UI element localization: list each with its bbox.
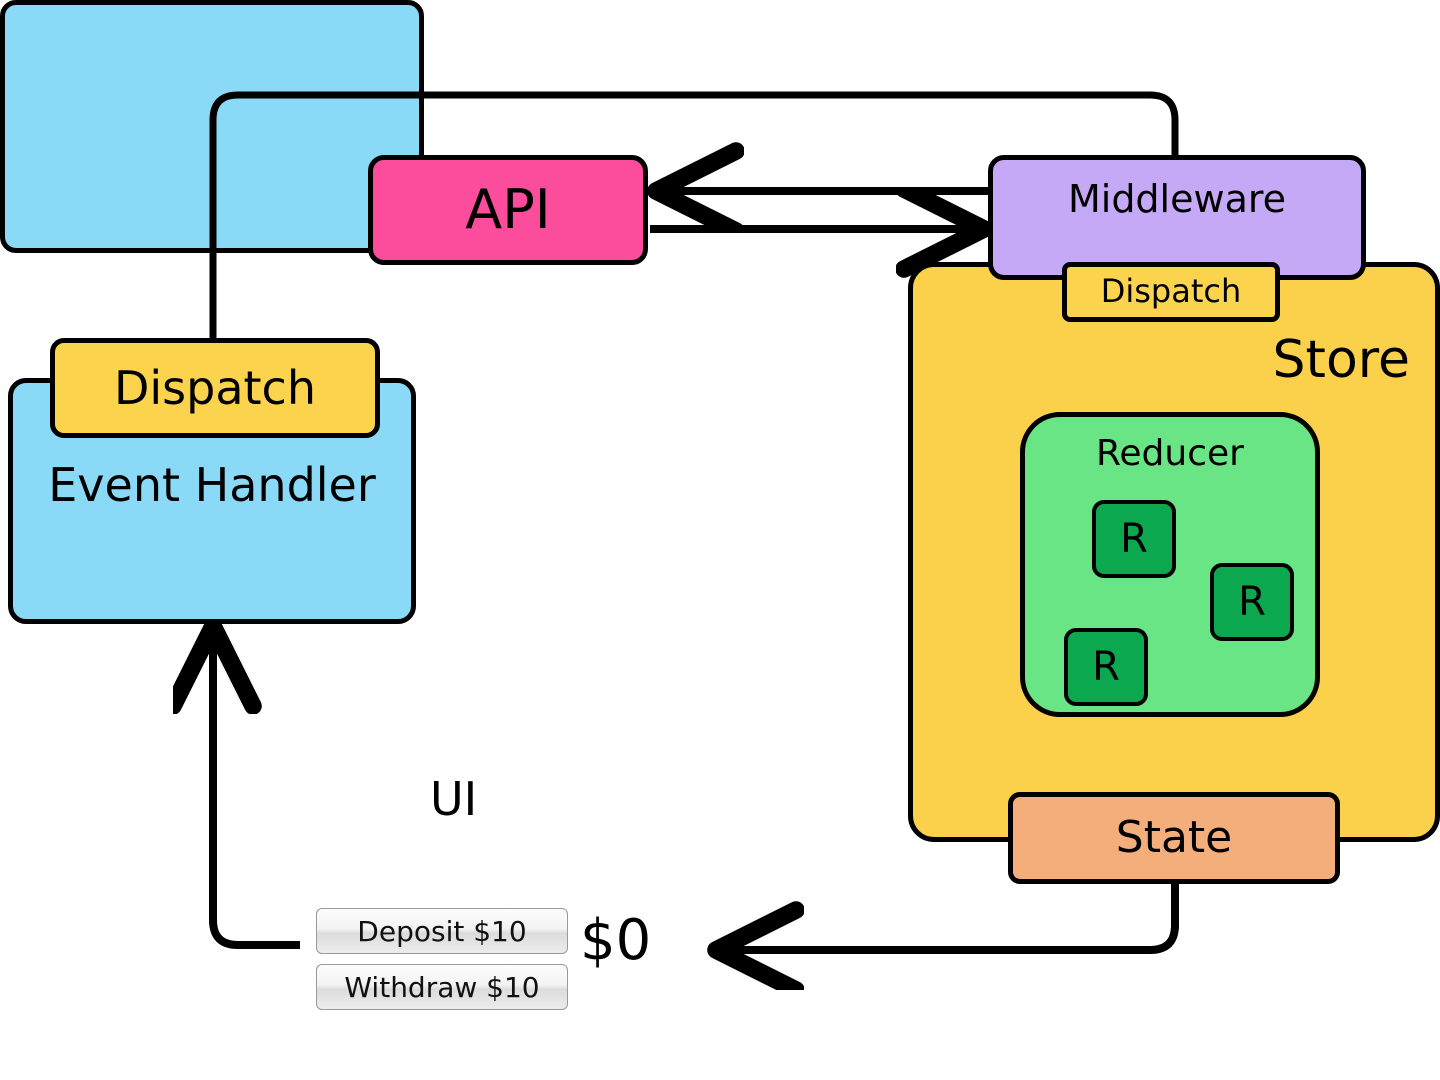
withdraw-button[interactable]: Withdraw $10 <box>316 964 568 1010</box>
state-node[interactable]: State <box>1008 792 1340 884</box>
api-node[interactable]: API <box>368 155 648 265</box>
ui-panel <box>0 0 424 253</box>
deposit-button[interactable]: Deposit $10 <box>316 908 568 954</box>
reducer-item-1[interactable]: R <box>1092 500 1176 578</box>
wire-ui-to-eventhandler <box>213 634 300 949</box>
ui-label: UI <box>430 772 478 826</box>
balance-display: $0 <box>580 908 652 973</box>
store-label: Store <box>1272 330 1410 390</box>
wire-state-to-ui <box>724 884 1179 950</box>
store-dispatch-node[interactable]: Dispatch <box>1062 262 1280 322</box>
reducer-item-3[interactable]: R <box>1064 628 1148 706</box>
event-handler-dispatch-node[interactable]: Dispatch <box>50 338 380 438</box>
reducer-item-2[interactable]: R <box>1210 563 1294 641</box>
